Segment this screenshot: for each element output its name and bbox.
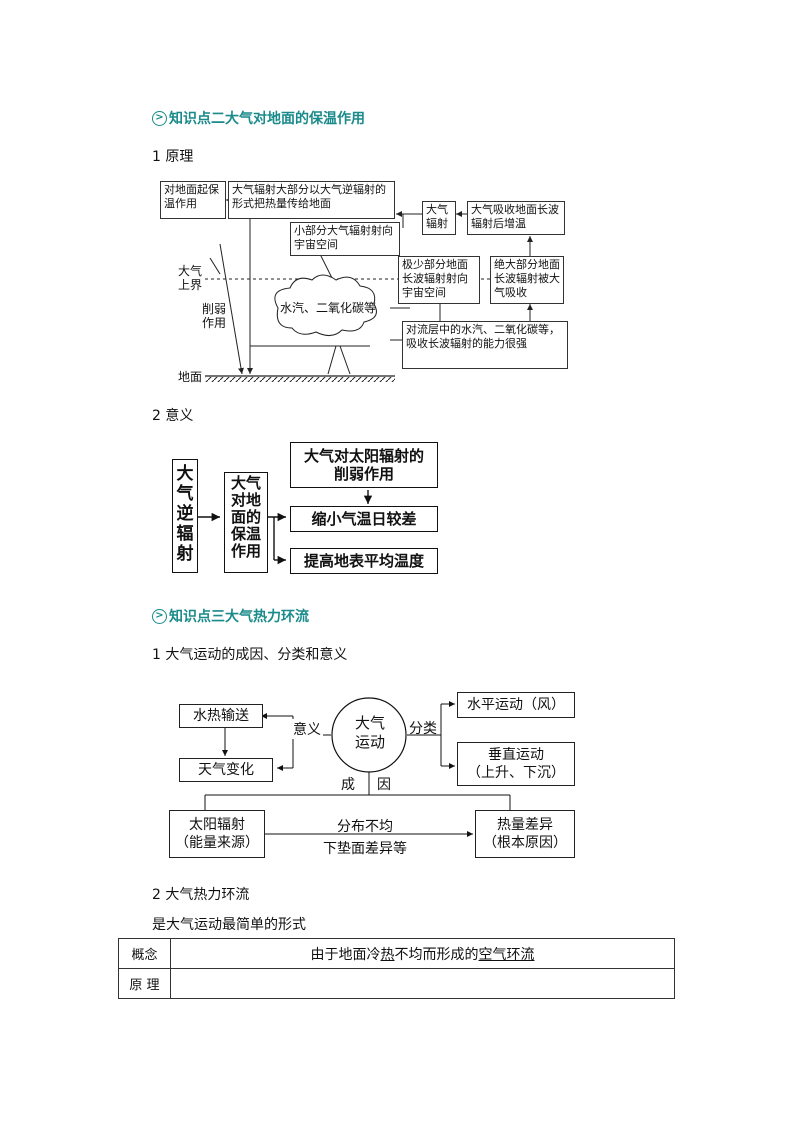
row1-header: 概念 xyxy=(118,938,171,969)
chevron-circle-icon: > xyxy=(152,110,167,126)
solar-line1: 太阳辐射 xyxy=(189,817,245,833)
box-weaken-solar: 大气对太阳辐射的削弱作用 xyxy=(290,442,438,488)
cloud-label: 水汽、二氧化碳等 xyxy=(280,301,377,315)
box-solar-radiation: 太阳辐射 （能量来源） xyxy=(169,810,265,858)
label-meaning: 意义 xyxy=(291,719,323,739)
section3-heading: > 知识点三大气热力环流 xyxy=(152,606,309,626)
box-small-to-space: 小部分大气辐射射向宇宙空间 xyxy=(290,222,400,256)
box-vertical-motion: 垂直运动 （上升、下沉） xyxy=(457,742,575,786)
box-reduce-range: 缩小气温日较差 xyxy=(290,506,438,532)
concept-table: 概念 由于地面冷热不均而形成的空气环流 原 理 xyxy=(118,938,675,999)
row1-part2: 热 xyxy=(380,946,395,963)
label-yin: 因 xyxy=(377,777,391,793)
box-troposphere: 对流层中的水汽、二氧化碳等，吸收长波辐射的能力很强 xyxy=(402,321,568,369)
meaning-col1: 大气逆辐射 xyxy=(172,459,198,573)
table-row: 原 理 xyxy=(118,968,675,999)
diagram-principle: 对地面起保温作用 大气辐射大部分以大气逆辐射的形式把热量传给地面 大气辐射 大气… xyxy=(160,176,580,388)
diagram-principle-lines xyxy=(205,197,533,382)
solar-line2: （能量来源） xyxy=(175,835,259,851)
item2-desc: 是大气运动最简单的形式 xyxy=(152,917,306,933)
meaning-col1-text: 大气逆辐射 xyxy=(176,464,194,564)
row1-part4: 空气环流 xyxy=(478,946,535,963)
label-uneven: 分布不均 xyxy=(337,819,393,835)
meaning-label: 2 意义 xyxy=(152,408,194,424)
row2-value xyxy=(170,968,675,999)
diagram-atmo-motion: 大气运动 水热输送 天气变化 意义 分类 水平运动（风） 垂直运动 （上升、下沉… xyxy=(165,688,585,863)
box-absorb-warm: 大气吸收地面长波辐射后增温 xyxy=(467,201,565,235)
vertical-line2: （上升、下沉） xyxy=(467,765,565,781)
box-little-ground-to-space: 极少部分地面长波辐射射向宇宙空间 xyxy=(398,256,480,304)
box-heat-difference: 热量差异 （根本原因） xyxy=(475,810,575,858)
section3-title: 知识点三大气热力环流 xyxy=(169,609,309,625)
vertical-line1: 垂直运动 xyxy=(488,747,544,763)
weaken-label: 削弱作用 xyxy=(202,302,227,330)
box-horizontal-motion: 水平运动（风） xyxy=(457,692,575,718)
diagram-meaning-arrows xyxy=(198,490,373,565)
heat-diff-line1: 热量差异 xyxy=(497,817,553,833)
label-classify: 分类 xyxy=(409,721,437,737)
box-raise-temp: 提高地表平均温度 xyxy=(290,548,438,574)
item2-label: 2 大气热力环流 xyxy=(152,887,250,903)
box-counter-radiation: 大气辐射大部分以大气逆辐射的形式把热量传给地面 xyxy=(228,181,395,219)
center-label: 大气运动 xyxy=(354,714,385,751)
item1-label: 1 大气运动的成因、分类和意义 xyxy=(152,647,348,663)
upper-boundary-label: 大气上界 xyxy=(178,264,203,292)
box-heat-transport: 水热输送 xyxy=(179,704,263,728)
meaning-col2-text: 大气对地面的保温作用 xyxy=(230,474,261,560)
row1-part1: 由于地面冷 xyxy=(310,946,381,963)
table-row: 概念 由于地面冷热不均而形成的空气环流 xyxy=(118,938,675,969)
row1-part3: 不均而形成的 xyxy=(394,946,479,963)
box-atmo-radiation: 大气辐射 xyxy=(422,201,456,235)
ground-label: 地面 xyxy=(178,370,203,384)
section2-title: 知识点二大气对地面的保温作用 xyxy=(169,111,365,127)
chevron-circle-icon: > xyxy=(152,608,167,624)
box-weather-change: 天气变化 xyxy=(179,758,273,782)
diagram-meaning: 大气逆辐射 大气对地面的保温作用 大气对太阳辐射的削弱作用 缩小气温日较差 提高… xyxy=(168,442,448,577)
label-surface-diff: 下垫面差异等 xyxy=(323,841,407,857)
label-cheng: 成 xyxy=(341,777,355,793)
heat-diff-line2: （根本原因） xyxy=(483,835,567,851)
box-most-absorbed: 绝大部分地面长波辐射被大气吸收 xyxy=(490,256,564,304)
row2-header: 原 理 xyxy=(118,968,171,999)
box-insulation: 对地面起保温作用 xyxy=(160,181,226,219)
principle-label: 1 原理 xyxy=(152,149,194,165)
meaning-col2: 大气对地面的保温作用 xyxy=(224,472,268,573)
row1-value: 由于地面冷热不均而形成的空气环流 xyxy=(170,938,675,969)
section2-heading: > 知识点二大气对地面的保温作用 xyxy=(152,108,365,128)
